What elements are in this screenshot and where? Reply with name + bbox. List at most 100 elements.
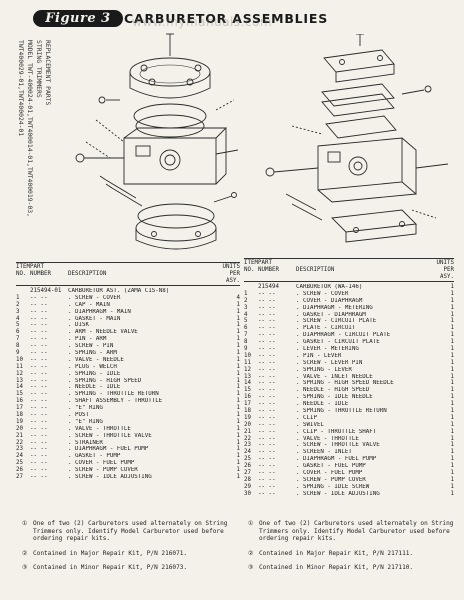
- item-number: 27: [16, 474, 23, 481]
- units-per-assembly: 1: [450, 421, 455, 428]
- side-line: REPLACEMENT PARTS: [44, 40, 52, 106]
- part-number: -- --: [30, 336, 48, 343]
- item-number: 15: [16, 391, 23, 398]
- item-number: 11: [16, 363, 23, 370]
- item-number: 4: [16, 315, 20, 322]
- part-number: -- --: [258, 435, 276, 442]
- item-number: 10: [244, 352, 251, 359]
- units-per-assembly: 1: [236, 453, 241, 460]
- units-per-assembly: 1: [450, 339, 455, 346]
- item-number: 26: [244, 463, 251, 470]
- part-description: . VALVE - NEEDLE: [68, 356, 124, 363]
- part-description: . SWIVEL: [296, 421, 324, 428]
- part-number: -- --: [258, 346, 276, 353]
- col-no: NO.: [16, 271, 27, 277]
- part-description: . GASKET - DIAPHRAGM: [296, 311, 366, 318]
- part-number: -- --: [30, 398, 48, 405]
- col-units: UNITS PER: [436, 260, 454, 273]
- part-description: . NEEDLE - IDLE: [296, 401, 349, 408]
- units-per-assembly: 1: [450, 297, 455, 304]
- units-per-assembly: 1: [236, 405, 241, 412]
- page-title: CARBURETOR ASSEMBLIES: [124, 11, 329, 26]
- part-description: . LEVER - METERING: [296, 346, 359, 353]
- part-description: . POST: [68, 412, 89, 419]
- left-carburetor-drawing: [75, 33, 238, 250]
- part-description: . SPRING - THROTTLE RETURN: [296, 408, 387, 415]
- part-description: . SPRING - IDLE: [68, 370, 121, 377]
- item-number: 22: [244, 435, 251, 442]
- right-carburetor-drawing: [265, 34, 449, 243]
- units-per-assembly: [224, 288, 240, 295]
- part-description: . GASKET - MAIN: [68, 315, 121, 322]
- item-number: [16, 288, 30, 295]
- part-description: . DIAPHRAGM - MAIN: [68, 308, 131, 315]
- part-description: . SCREW - CIRCUIT PLATE: [296, 318, 377, 325]
- part-description: . SCREEN - INLET: [296, 449, 352, 456]
- col-number: NUMBER: [30, 271, 51, 277]
- part-description: . SCREW - COVER: [68, 294, 121, 301]
- item-number: 21: [16, 432, 23, 439]
- units-per-assembly: 1: [450, 332, 455, 339]
- part-number: -- --: [30, 377, 48, 384]
- item-number: 19: [16, 418, 23, 425]
- units-per-assembly: 1: [450, 483, 455, 490]
- divider: [16, 262, 240, 263]
- part-description: . SPRING - ARM: [68, 350, 117, 357]
- note-marker: ②: [248, 549, 254, 557]
- part-number: -- --: [258, 359, 276, 366]
- item-number: 18: [16, 412, 23, 419]
- part-number: -- --: [30, 301, 48, 308]
- item-number: 24: [16, 453, 23, 460]
- note-marker: ①: [22, 520, 28, 527]
- part-description: . "E" RING: [68, 405, 103, 412]
- part-number: -- --: [258, 414, 276, 421]
- item-number: 6: [16, 329, 20, 336]
- part-description: . SCREW - THROTTLE VALVE: [296, 442, 380, 449]
- item-number: 20: [244, 421, 251, 428]
- col-description: DESCRIPTION: [68, 271, 107, 277]
- item-number: 9: [16, 350, 20, 357]
- part-number: -- --: [30, 294, 48, 301]
- item-number: 8: [244, 339, 248, 346]
- part-number: -- --: [258, 421, 276, 428]
- item-number: 18: [244, 408, 251, 415]
- part-number: -- --: [30, 384, 48, 391]
- divider: [244, 258, 454, 259]
- col-asy: ASY.: [440, 274, 454, 280]
- item-number: 21: [244, 428, 251, 435]
- part-number: -- --: [30, 308, 48, 315]
- part-number: -- --: [258, 318, 276, 325]
- item-number: 12: [244, 366, 251, 373]
- part-number: -- --: [258, 470, 276, 477]
- part-description: . SCREW - PUMP COVER: [296, 476, 366, 483]
- side-line: MODEL TWT-400024-01,TWT400014-01,TWT4000…: [26, 40, 34, 217]
- item-number: 16: [244, 394, 251, 401]
- units-per-assembly: 1: [450, 387, 455, 394]
- part-description: . SCREW - LEVER PIN: [296, 359, 363, 366]
- part-number: -- --: [258, 401, 276, 408]
- item-number: 9: [244, 346, 248, 353]
- units-per-assembly: 1: [236, 412, 241, 419]
- units-per-assembly: 1: [450, 373, 455, 380]
- units-per-assembly: 1: [450, 456, 455, 463]
